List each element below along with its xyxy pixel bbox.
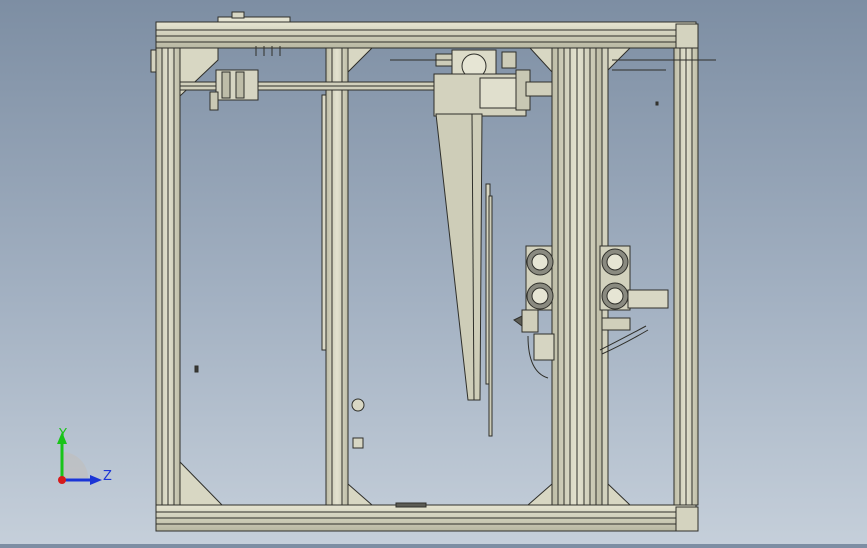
- y-axis-arrowhead: [57, 432, 67, 444]
- x-axis-dot: [58, 476, 66, 484]
- y-axis-label: Y: [58, 427, 67, 442]
- roller-assembly: [513, 245, 669, 379]
- orientation-triad: Y Z: [57, 427, 112, 485]
- inner-post: [321, 47, 349, 506]
- right-post-group: [551, 47, 609, 506]
- horizontal-shaft: [179, 69, 553, 111]
- bottom-rail: [155, 502, 699, 532]
- top-rail: [155, 21, 699, 49]
- triad-plane-shade: [62, 452, 88, 478]
- sensor-ports: [194, 101, 659, 449]
- right-corner-post: [673, 47, 699, 506]
- z-axis-arrowhead: [90, 475, 102, 485]
- z-axis-label: Z: [103, 469, 112, 484]
- tapered-arm: [435, 113, 493, 437]
- left-post: [150, 47, 181, 506]
- arm-carriage: [433, 69, 553, 117]
